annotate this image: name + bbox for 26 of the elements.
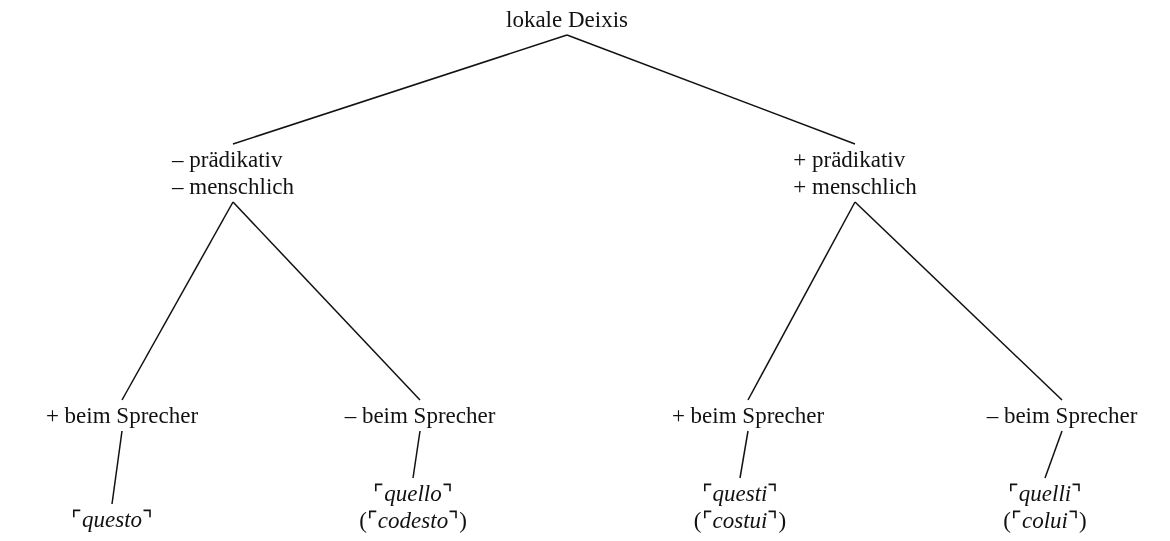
example-word: (⌜colui⌝) bbox=[1003, 507, 1087, 534]
feature-label: – prädikativ bbox=[172, 146, 284, 173]
tree-branch bbox=[111, 430, 123, 505]
example-word: ⌜quello⌝ bbox=[372, 480, 454, 507]
tree-branch bbox=[1044, 430, 1063, 479]
example-word: (⌜costui⌝) bbox=[693, 507, 787, 534]
feature-label: + beim Sprecher bbox=[671, 402, 825, 429]
tree-branch bbox=[739, 430, 749, 479]
feature-label: + prädikativ bbox=[793, 146, 907, 173]
example-word: (⌜codesto⌝) bbox=[359, 507, 467, 534]
tree-branch bbox=[854, 201, 1063, 401]
feature-label: – beim Sprecher bbox=[344, 402, 496, 429]
feature-label: – menschlich bbox=[172, 173, 294, 200]
example-word: ⌜questo⌝ bbox=[70, 506, 154, 533]
feature-label: + menschlich bbox=[793, 173, 917, 200]
tree-branch bbox=[121, 201, 234, 401]
feature-label: + beim Sprecher bbox=[45, 402, 199, 429]
tree-branch bbox=[232, 201, 421, 401]
tree-branch bbox=[566, 34, 856, 145]
tree-branch bbox=[232, 34, 568, 145]
feature-label: – beim Sprecher bbox=[986, 402, 1138, 429]
example-word: ⌜quelli⌝ bbox=[1006, 480, 1084, 507]
example-word: ⌜questi⌝ bbox=[700, 480, 780, 507]
tree-branch bbox=[412, 430, 421, 479]
feature-label: lokale Deixis bbox=[506, 6, 628, 33]
tree-branch bbox=[747, 201, 856, 401]
